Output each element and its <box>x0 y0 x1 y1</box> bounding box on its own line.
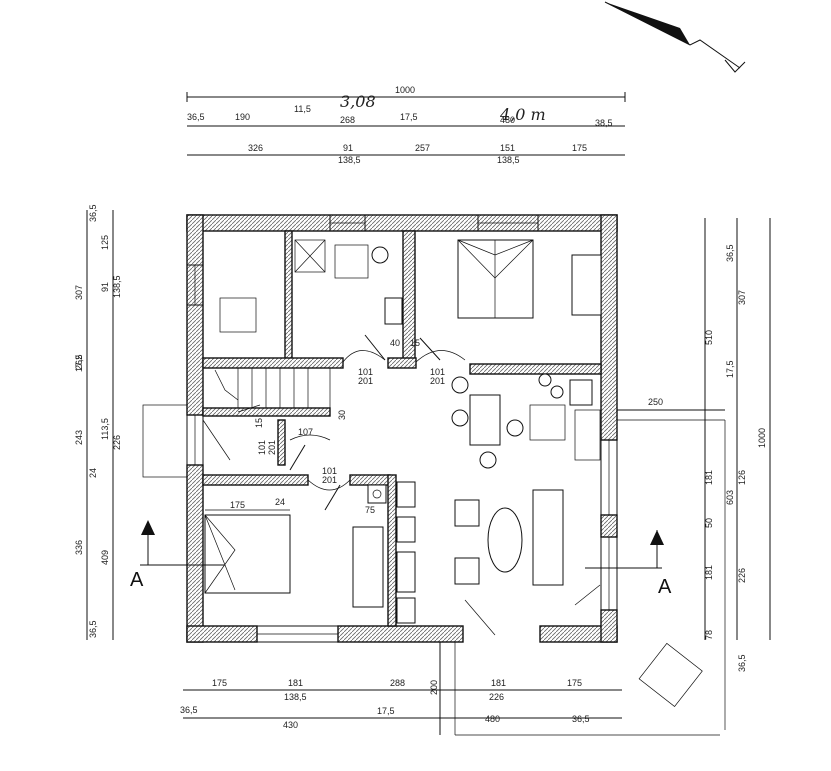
dim-bot-r2-1: 430 <box>283 720 298 730</box>
handwritten-area-1: 3,08 <box>340 92 376 111</box>
dim-right-o0: 1000 <box>757 428 767 448</box>
walls <box>186 214 618 643</box>
idim-7: 75 <box>365 505 375 515</box>
dim-right-m3: 126 <box>737 470 747 485</box>
dim-bot-r2-0: 36,5 <box>180 705 198 715</box>
section-marker-right: A <box>585 530 672 598</box>
dim-top-r2-4: 17,5 <box>400 112 418 122</box>
dim-bot-r1-3: 288 <box>390 678 405 688</box>
dim-top-r2-3: 268 <box>340 115 355 125</box>
dim-left-m2: 91 <box>100 282 110 292</box>
idim-5: 175 <box>230 500 245 510</box>
dim-left-m3: 138,5 <box>112 275 122 298</box>
dim-bot-r1-5: 226 <box>489 692 504 702</box>
dim-right-i0: 510 <box>704 330 714 345</box>
idim-2: 30 <box>337 410 347 420</box>
dim-top-r3-5: 138,5 <box>497 155 520 165</box>
dim-left-o3: 336 <box>74 540 84 555</box>
dim-bot-r2-3: 480 <box>485 714 500 724</box>
dim-bot-r2-4: 36,5 <box>572 714 590 724</box>
dim-left-m7: 24 <box>88 468 98 478</box>
dim-top-r2-6: 38,5 <box>595 118 613 128</box>
dimensions-left: 307 262 243 336 36,5 125 91 138,5 17,5 1… <box>74 204 122 640</box>
idim-4: 15 <box>254 418 264 428</box>
dim-left-m6: 226 <box>112 435 122 450</box>
dim-top-r2-5: 480 <box>500 115 515 125</box>
door-label-4b: 201 <box>267 440 277 455</box>
dim-left-m1: 125 <box>100 235 110 250</box>
dim-right-i4: 78 <box>704 630 714 640</box>
doors <box>289 334 601 636</box>
door-label-3a: 101 <box>322 466 337 476</box>
dim-right-i2: 50 <box>704 518 714 528</box>
dim-top-r3-0: 326 <box>248 143 263 153</box>
dim-right-terrace: 250 <box>648 397 663 407</box>
dim-right-i3: 181 <box>704 565 714 580</box>
door-label-1a: 101 <box>358 367 373 377</box>
dim-top-r3-3: 257 <box>415 143 430 153</box>
dimensions-bottom: 175 181 138,5 288 181 226 175 36,5 430 1… <box>180 642 720 736</box>
dim-top-r2-0: 36,5 <box>187 112 205 122</box>
dim-bot-r1-2: 138,5 <box>284 692 307 702</box>
dimensions-right: 510 181 50 181 78 36,5 307 17,5 126 603 … <box>617 218 771 730</box>
dim-left-m5: 113,5 <box>100 418 110 440</box>
dim-right-m1: 307 <box>737 290 747 305</box>
section-label-right: A <box>658 576 672 598</box>
dim-top-r3-2: 138,5 <box>338 155 361 165</box>
door-label-2b: 201 <box>430 376 445 386</box>
idim-6: 24 <box>275 497 285 507</box>
dim-bot-r1-1: 181 <box>288 678 303 688</box>
dim-top-r2-2: 11,5 <box>294 104 311 114</box>
dim-bot-r1-0: 175 <box>212 678 227 688</box>
entrance-porch <box>142 404 231 478</box>
windows <box>186 214 618 643</box>
section-label-left: A <box>130 569 144 591</box>
idim-3: 107 <box>298 427 313 437</box>
dim-bot-r1-6: 175 <box>567 678 582 688</box>
dim-right-m5: 226 <box>737 568 747 583</box>
dim-left-m4: 17,5 <box>74 354 84 372</box>
furniture <box>204 239 703 707</box>
handwritten-area-2: 4,0 m <box>499 105 546 124</box>
dim-right-m4: 603 <box>725 490 735 505</box>
north-arrow-icon <box>604 1 746 73</box>
section-marker-left: A <box>130 520 225 591</box>
door-label-1b: 201 <box>358 376 373 386</box>
interior-dimensions: 101 201 101 201 101 201 101 201 40 15 30… <box>205 338 445 515</box>
dim-top-r3-4: 151 <box>500 143 515 153</box>
dim-left-m9: 36,5 <box>88 620 98 638</box>
dim-left-o0: 307 <box>74 285 84 300</box>
dim-right-m6: 36,5 <box>737 654 747 672</box>
dim-right-m0: 36,5 <box>725 244 735 262</box>
door-label-4a: 101 <box>257 440 267 455</box>
dim-bot-vertical: 200 <box>429 680 439 695</box>
door-label-2a: 101 <box>430 367 445 377</box>
dim-left-o2: 243 <box>74 430 84 445</box>
dim-left-m0: 36,5 <box>88 204 98 222</box>
dim-left-o1: 262 <box>74 355 84 370</box>
door-label-3b: 201 <box>322 475 337 485</box>
dim-left-m8: 409 <box>100 550 110 565</box>
dim-top-r3-6: 175 <box>572 143 587 153</box>
idim-1: 15 <box>410 338 420 348</box>
dim-top-total: 1000 <box>395 85 415 95</box>
dim-bot-r2-2: 17,5 <box>377 706 395 716</box>
staircase <box>202 367 331 413</box>
dim-bot-r1-4: 181 <box>491 678 506 688</box>
dim-right-i1: 181 <box>704 470 714 485</box>
dim-right-m2: 17,5 <box>725 360 735 378</box>
dimensions-top: 1000 36,5 190 11,5 268 17,5 480 38,5 326… <box>186 85 626 165</box>
idim-0: 40 <box>390 338 400 348</box>
dim-top-r3-1: 91 <box>343 143 353 153</box>
dim-top-r2-1: 190 <box>235 112 250 122</box>
